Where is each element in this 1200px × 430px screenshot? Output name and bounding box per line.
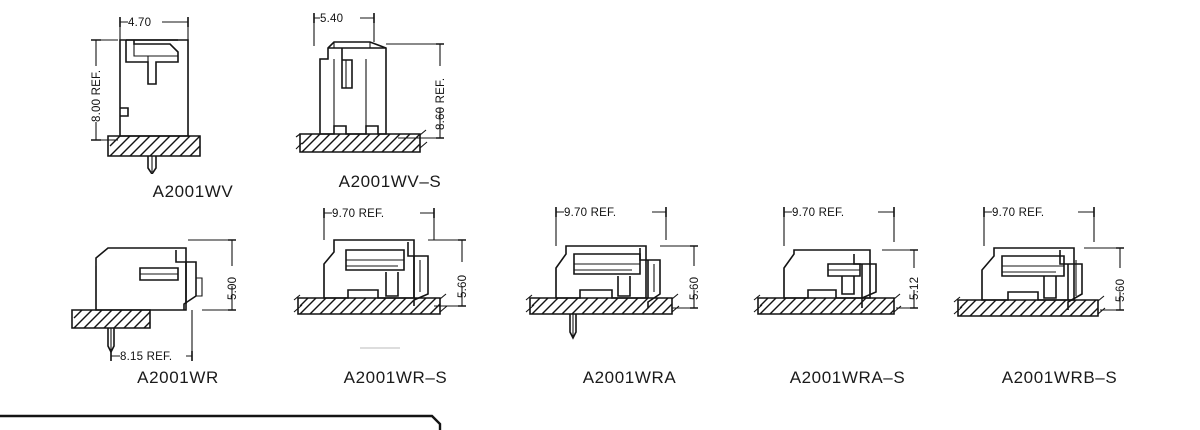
figure-label-a2001wra-s: A2001WRA–S [789, 368, 906, 387]
contact-slot [341, 48, 353, 89]
dim-width-text: 9.70 REF. [564, 207, 616, 219]
dim-width-text: 9.70 REF. [792, 207, 844, 219]
pcb-hatch [109, 135, 201, 157]
pcb-break-right [1097, 295, 1106, 315]
dim-width-text: 4.70 [128, 17, 151, 29]
ext-line-height [96, 39, 118, 141]
pcb-board [753, 293, 902, 315]
pcb-hatch [299, 297, 441, 315]
a2001wr-s-drawing: 9.70 REF. 5.60 [293, 208, 469, 349]
dim-height-text: 5.60 [1115, 279, 1127, 302]
pcb-break-left [753, 294, 763, 313]
contact-blade [345, 249, 405, 271]
pcb-break-right [893, 293, 902, 313]
mating-nose [853, 254, 877, 308]
figure-label-a2001wr-s: A2001WR–S [343, 368, 448, 387]
dim-width-text: 9.70 REF. [992, 207, 1044, 219]
figure-label-a2001wv-s: A2001WV–S [338, 172, 442, 191]
pcb-break-left [525, 294, 535, 313]
pcb-break-right [419, 129, 428, 149]
figure-a2001wrb-s: 9.70 REF. 5.60 [952, 198, 1167, 387]
pcb-board [953, 295, 1106, 317]
lower-tab [1043, 276, 1057, 299]
connector-housing-outline [783, 249, 871, 299]
sheet-frame-border [0, 414, 442, 430]
pcb-board [295, 129, 428, 153]
pcb-break-right [439, 293, 448, 313]
contact-inner-line [133, 44, 178, 57]
dim-tick-width [983, 207, 1095, 217]
pcb-board [71, 309, 151, 329]
pcb-break-left [293, 294, 303, 313]
pcb-hatch [759, 297, 895, 315]
figure-a2001wr-s: 9.70 REF. 5.60 [288, 200, 503, 387]
contact-blade [573, 253, 641, 275]
contact-step [841, 276, 855, 295]
contact-blade [1001, 255, 1065, 277]
dim-tick-width [323, 208, 435, 218]
lower-tab [617, 276, 631, 297]
connector-housing-outline [319, 41, 387, 135]
connector-housing-outline [95, 247, 187, 311]
figure-a2001wra-s: 9.70 REF. 5.12 [752, 198, 957, 387]
pcb-break-left [953, 296, 963, 315]
pcb-hatch [531, 297, 673, 315]
dim-height-text: 8.00 REF. [91, 70, 103, 122]
pcb-break-left [295, 133, 303, 150]
dim-height-text: 5.60 [689, 277, 701, 300]
a2001wv-drawing: 4.70 8.00 REF. [91, 17, 201, 174]
housing-latch-notch [120, 107, 129, 117]
figure-label-a2001wv: A2001WV [152, 182, 234, 201]
pcb-hatch [301, 133, 421, 153]
contact-blade [827, 263, 861, 277]
a2001wr-drawing: 5.00 [71, 239, 239, 363]
mating-nose [1059, 250, 1083, 310]
figure-a2001wr: 5.00 [68, 218, 288, 387]
pcb-outline [71, 309, 151, 329]
nose-detail [196, 277, 203, 297]
solder-pin [147, 156, 157, 174]
figure-label-a2001wrb-s: A2001WRB–S [1001, 368, 1118, 387]
connector-housing-outline [323, 239, 415, 299]
dim-tick-width [783, 207, 895, 217]
dim-tick-width [555, 207, 667, 217]
figure-a2001wv: 4.70 8.00 REF. [78, 4, 308, 201]
ext-line-height [660, 245, 694, 309]
mating-nose [175, 250, 197, 310]
dim-width-text: 9.70 REF. [332, 208, 384, 220]
pcb-board [293, 293, 448, 315]
dim-tick-depth [110, 351, 193, 361]
contact-blade [139, 267, 179, 281]
dim-depth-text: 8.15 REF. [120, 351, 172, 363]
frame-corner-line [0, 414, 442, 430]
pcb-hatch [73, 309, 151, 329]
figure-a2001wra: 9.70 REF. 5.60 [522, 198, 737, 387]
dim-height-text: 5.00 [227, 277, 239, 300]
a2001wra-s-drawing: 9.70 REF. 5.12 [753, 207, 921, 315]
a2001wrb-s-drawing: 9.70 REF. 5.60 [953, 207, 1127, 317]
dim-height-text: 8.60 REF. [435, 78, 447, 130]
figure-a2001wv-s: 5.40 8.60 REF. [290, 4, 490, 191]
dim-height-text: 5.12 [909, 277, 921, 300]
mating-nose [407, 242, 429, 306]
pcb-board [525, 293, 680, 315]
solder-pin [569, 314, 577, 340]
ext-line-height [386, 43, 440, 139]
dim-width-text: 5.40 [320, 13, 343, 25]
a2001wra-drawing: 9.70 REF. 5.60 [525, 207, 701, 340]
pcb-board [107, 135, 201, 157]
figure-label-a2001wra: A2001WRA [582, 368, 677, 387]
contact-terminal [125, 40, 179, 85]
dim-tick-width [313, 13, 375, 23]
figure-label-a2001wr: A2001WR [137, 368, 219, 387]
pcb-hatch [959, 299, 1099, 317]
mating-nose [639, 248, 661, 308]
ext-line-height [188, 239, 232, 311]
lower-tab [385, 272, 399, 297]
pcb-break-right [671, 293, 680, 313]
a2001wv-s-drawing: 5.40 8.60 REF. [295, 13, 447, 153]
dim-height-text: 5.60 [457, 275, 469, 298]
dim-tick-width [119, 17, 189, 27]
